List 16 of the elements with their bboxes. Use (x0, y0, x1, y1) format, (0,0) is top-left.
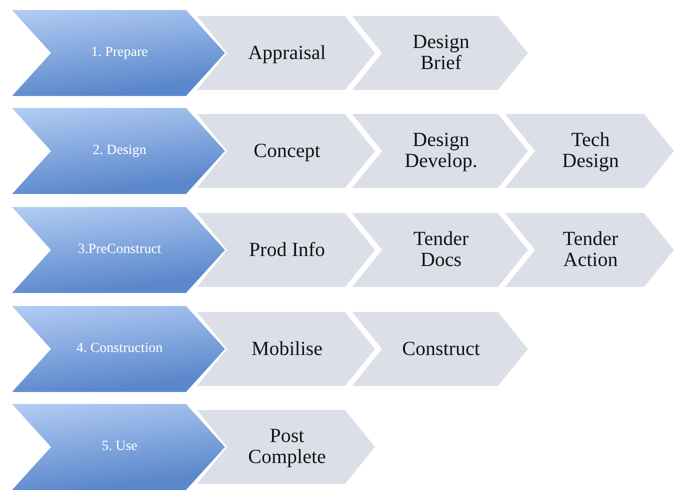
step-banner: Tender Action (505, 213, 674, 287)
step-banner: Mobilise (197, 312, 375, 386)
step-banner: Appraisal (197, 16, 375, 90)
step-banner: Tender Docs (352, 213, 528, 287)
step-banner: Concept (197, 114, 375, 188)
step-banner: Post Complete (197, 410, 375, 484)
step-banner: Design Develop. (352, 114, 528, 188)
phase-banner: 1. Prepare (12, 10, 225, 96)
phase-banner: 2. Design (12, 108, 225, 194)
phase-banner: 4. Construction (12, 306, 225, 392)
step-banner: Design Brief (352, 16, 528, 90)
phase-banner: 3.PreConstruct (12, 207, 225, 293)
phase-banner: 5. Use (12, 404, 225, 490)
step-banner: Construct (352, 312, 528, 386)
step-banner: Prod Info (197, 213, 375, 287)
step-banner: Tech Design (505, 114, 674, 188)
